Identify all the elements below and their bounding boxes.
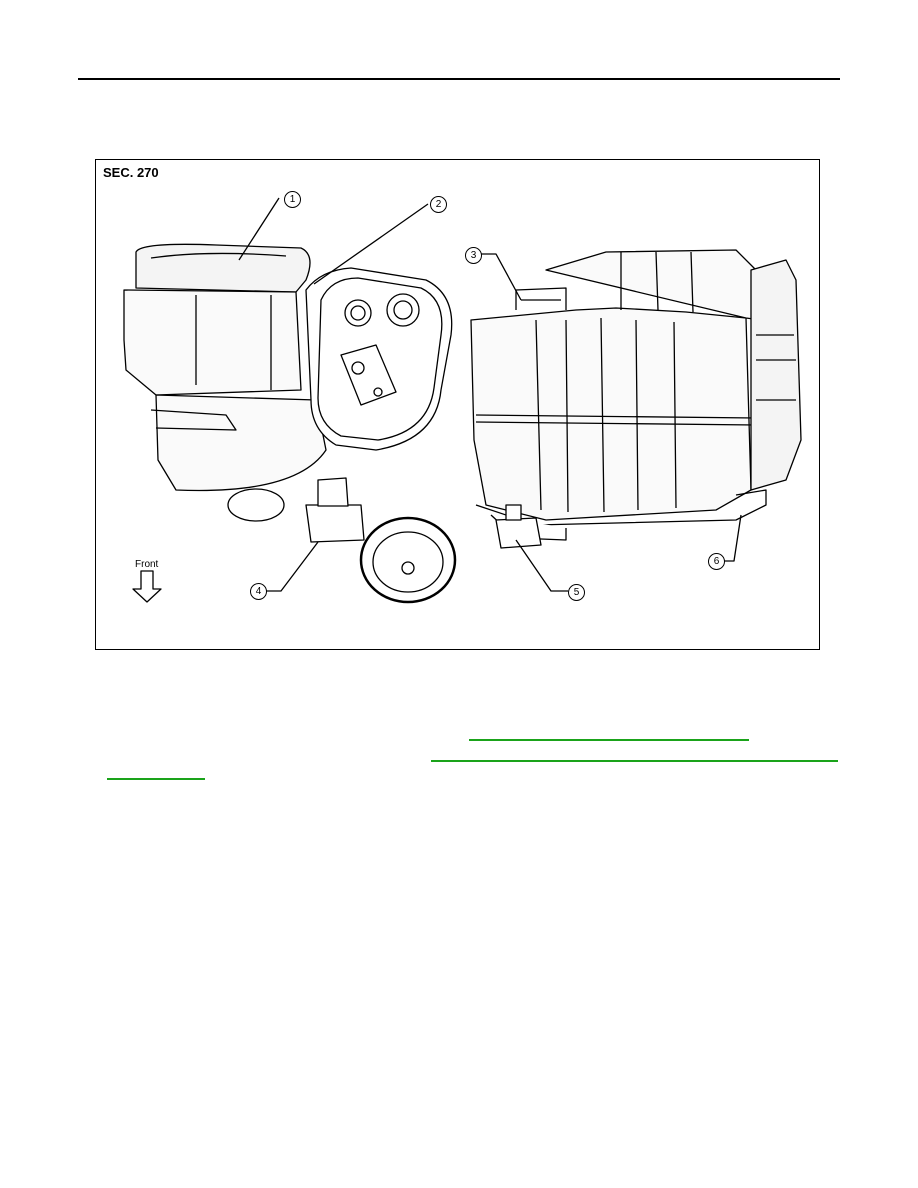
heater-cooling-unit-drawing: [123, 197, 802, 604]
section-label: SEC. 270: [103, 165, 159, 180]
callout-4: 4: [250, 583, 267, 600]
reference-link-2[interactable]: [431, 760, 838, 762]
callout-6: 6: [708, 553, 725, 570]
callout-3: 3: [465, 247, 482, 264]
header-rule: [78, 78, 840, 80]
callout-2: 2: [430, 196, 447, 213]
callout-1: 1: [284, 191, 301, 208]
reference-link-2-continued[interactable]: [107, 778, 205, 780]
callout-5: 5: [568, 584, 585, 601]
reference-link-1[interactable]: [469, 739, 749, 741]
front-direction-label: Front: [135, 559, 159, 570]
component-figure: SEC. 270: [95, 159, 820, 650]
